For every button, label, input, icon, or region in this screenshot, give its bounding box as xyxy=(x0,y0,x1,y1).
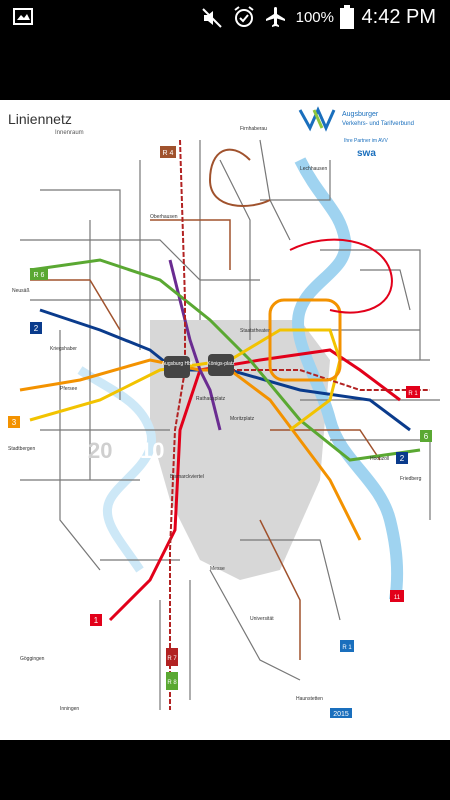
station-oberhausen[interactable]: Oberhausen xyxy=(150,214,178,220)
svg-text:R 4: R 4 xyxy=(163,150,174,157)
line-badge-2-east[interactable]: 2 xyxy=(396,452,408,464)
year-badge: 2015 xyxy=(330,708,352,718)
station-messe[interactable]: Messe xyxy=(210,566,225,572)
line-badge-r6[interactable]: R 6 xyxy=(30,268,48,280)
line-badge-r1-east[interactable]: R 1 xyxy=(406,386,420,398)
tram-line-yellow xyxy=(29,328,342,432)
status-bar: 100% 4:42 PM xyxy=(0,0,450,34)
legend-badge-r1: R 1 xyxy=(340,640,354,652)
org-line1: Augsburger xyxy=(342,111,379,118)
svg-text:1: 1 xyxy=(94,616,99,625)
regional-bus-lines xyxy=(30,219,381,660)
battery-icon xyxy=(340,5,354,29)
svg-text:3: 3 xyxy=(12,418,17,427)
mute-icon xyxy=(202,8,222,28)
loop-east xyxy=(289,238,393,314)
svg-text:Königs-platz: Königs-platz xyxy=(207,361,235,367)
station-bismarckviertel[interactable]: Bismarckviertel xyxy=(170,474,204,480)
svg-text:R 6: R 6 xyxy=(34,272,45,279)
bus-lines xyxy=(20,139,440,710)
svg-text:R 7: R 7 xyxy=(167,656,177,662)
river-wertach xyxy=(77,366,157,573)
airplane-icon xyxy=(266,7,285,27)
station-neusaess[interactable]: Neusäß xyxy=(12,288,30,294)
station-haunstetten[interactable]: Haunstetten xyxy=(296,696,323,702)
station-labels: Moritzplatz Rathausplatz Staatstheater O… xyxy=(8,126,422,712)
line-badge-2[interactable]: 2 xyxy=(30,322,42,334)
swa-logo: swa xyxy=(357,148,376,159)
station-lechhausen[interactable]: Lechhausen xyxy=(300,166,327,172)
svg-text:2: 2 xyxy=(34,324,39,333)
transit-network-map[interactable]: Augsburg Hbf Königs-platz 20 10 Linienne… xyxy=(0,100,450,740)
loop-north xyxy=(208,148,271,207)
tram-line-6 xyxy=(29,258,421,462)
line-badge-r4[interactable]: R 4 xyxy=(160,146,176,158)
svg-text:R 1: R 1 xyxy=(408,391,418,397)
zone-10-label: 10 xyxy=(140,438,164,463)
avv-logo xyxy=(298,106,336,132)
station-inningen[interactable]: Inningen xyxy=(60,706,79,712)
line-badge-6-east[interactable]: 6 xyxy=(420,430,432,442)
station-firnhaberau[interactable]: Firnhaberau xyxy=(240,126,267,132)
station-staatstheater[interactable]: Staatstheater xyxy=(240,328,270,334)
rail-line xyxy=(169,139,186,710)
map-subtitle: Innenraum xyxy=(55,130,84,136)
line-badge-11[interactable]: 11 xyxy=(390,590,404,602)
svg-text:Augsburg Hbf: Augsburg Hbf xyxy=(162,361,193,367)
notification-icon xyxy=(13,8,33,25)
river-lech xyxy=(292,157,404,601)
station-hochzoll[interactable]: Hochzoll xyxy=(370,456,389,462)
svg-text:2: 2 xyxy=(400,454,405,463)
station-pfersee[interactable]: Pfersee xyxy=(60,386,77,392)
station-friedberg[interactable]: Friedberg xyxy=(400,476,422,482)
station-univ[interactable]: Universität xyxy=(250,616,274,622)
org-line2: Verkehrs- und Tarifverbund xyxy=(342,121,414,127)
line-badge-3[interactable]: 3 xyxy=(8,416,20,428)
svg-text:6: 6 xyxy=(424,432,429,441)
station-rathausplatz[interactable]: Rathausplatz xyxy=(196,396,226,402)
city-ring xyxy=(268,298,342,382)
station-koenigsplatz[interactable]: Königs-platz xyxy=(207,354,235,376)
station-goeggingen[interactable]: Göggingen xyxy=(20,656,45,662)
map-title: Liniennetz xyxy=(8,111,72,127)
svg-text:11: 11 xyxy=(394,595,401,601)
map-canvas[interactable]: Augsburg Hbf Königs-platz 20 10 Linienne… xyxy=(0,100,450,740)
svg-text:2015: 2015 xyxy=(333,711,349,718)
line-badge-r8[interactable]: R 8 xyxy=(166,672,178,690)
navigation-bar xyxy=(0,740,450,800)
station-stadtbergen[interactable]: Stadtbergen xyxy=(8,446,35,452)
line-badge-1-west[interactable]: 1 xyxy=(90,614,102,626)
battery-percent: 100% xyxy=(295,9,334,26)
clock: 4:42 PM xyxy=(361,6,436,28)
svg-text:R 8: R 8 xyxy=(167,680,177,686)
zone-20-label: 20 xyxy=(88,438,112,463)
alarm-icon xyxy=(234,6,254,27)
line-badge-r7[interactable]: R 7 xyxy=(166,648,178,666)
station-augsburg-hbf[interactable]: Augsburg Hbf xyxy=(162,356,193,378)
partner-text: Ihre Partner im AVV xyxy=(344,138,388,144)
station-kriegshaber[interactable]: Kriegshaber xyxy=(50,346,77,352)
svg-text:R 1: R 1 xyxy=(342,645,352,651)
station-moritzplatz[interactable]: Moritzplatz xyxy=(230,416,255,422)
